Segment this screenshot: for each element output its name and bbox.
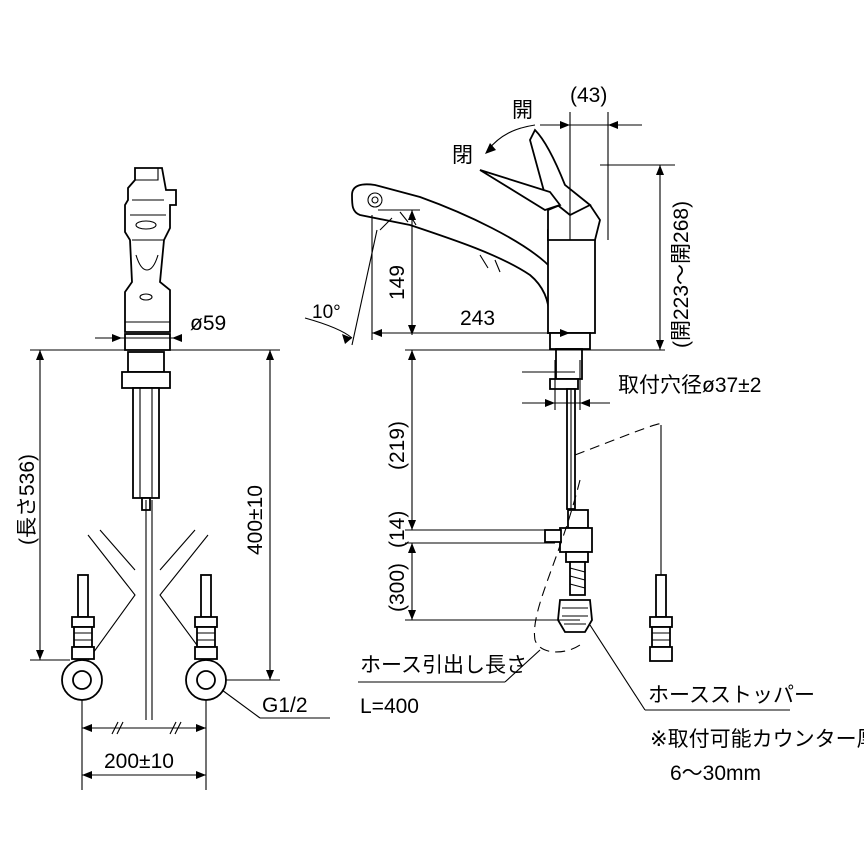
dim-400: 400±10 [225, 350, 280, 681]
supply-length-label: 400±10 [244, 485, 267, 555]
faucet-body-front [121, 167, 177, 511]
counter-note: ※取付可能カウンター厚さ [650, 728, 864, 751]
mount-hole-label: 取付穴径ø37±2 [618, 374, 761, 397]
supply-valve-side [649, 425, 673, 662]
dim-mount-hole: 取付穴径ø37±2 [522, 360, 761, 410]
hose-stopper-assembly [544, 509, 593, 633]
side-view: 開 閉 (43) (開223～開268) 10° [304, 84, 864, 785]
dim-lever-43: (43) [540, 84, 642, 240]
dim-length-536: (長さ536) [16, 350, 70, 661]
dim-300-label: (300) [386, 563, 409, 612]
diameter-label: ø59 [190, 312, 226, 335]
spacing-label: 200±10 [104, 750, 174, 773]
hose-stopper-label: ホースストッパー [648, 684, 815, 707]
dim-14: (14) [386, 511, 409, 548]
dim-14-label: (14) [386, 511, 409, 548]
reach-243-label: 243 [460, 307, 495, 330]
dim-219-label: (219) [386, 421, 409, 470]
counter-range: 6～30mm [670, 762, 761, 785]
lever-rotation: 開 閉 [452, 99, 536, 167]
thread-label: G1/2 [262, 694, 308, 717]
length-label: (長さ536) [16, 454, 39, 545]
angle-label: 10° [312, 302, 341, 323]
hose-stopper-callout: ホースストッパー [589, 624, 815, 711]
dim-300: (300) [386, 543, 580, 621]
front-view: ø59 (長さ536) 400±10 G1/2 [16, 167, 330, 790]
open-height-label: (開223～開268) [670, 201, 693, 348]
dim-spacing-200: 200±10 [81, 700, 207, 790]
close-label: 閉 [452, 144, 473, 167]
dim-243: 243 [371, 215, 570, 340]
hose-pull-label: ホース引出し長さ [360, 654, 527, 677]
supply-valve-right [185, 574, 227, 701]
dim-diameter-59: ø59 [95, 312, 226, 342]
lever-width-label: (43) [570, 84, 607, 107]
hose-length-label: L=400 [360, 695, 419, 718]
dim-219: (219) [386, 350, 416, 530]
body-column-side [479, 128, 601, 510]
supply-valve-left [61, 574, 103, 701]
spout-angle: 10° [304, 229, 378, 346]
dim-open-height: (開223～開268) [600, 164, 693, 350]
thread-callout: G1/2 [221, 689, 330, 719]
open-label-top: 開 [512, 99, 533, 122]
height-149-label: 149 [386, 265, 409, 300]
dim-149: 149 [378, 209, 420, 335]
spout-side [351, 183, 566, 334]
hose-length-callout: ホース引出し長さ L=400 [358, 649, 541, 718]
